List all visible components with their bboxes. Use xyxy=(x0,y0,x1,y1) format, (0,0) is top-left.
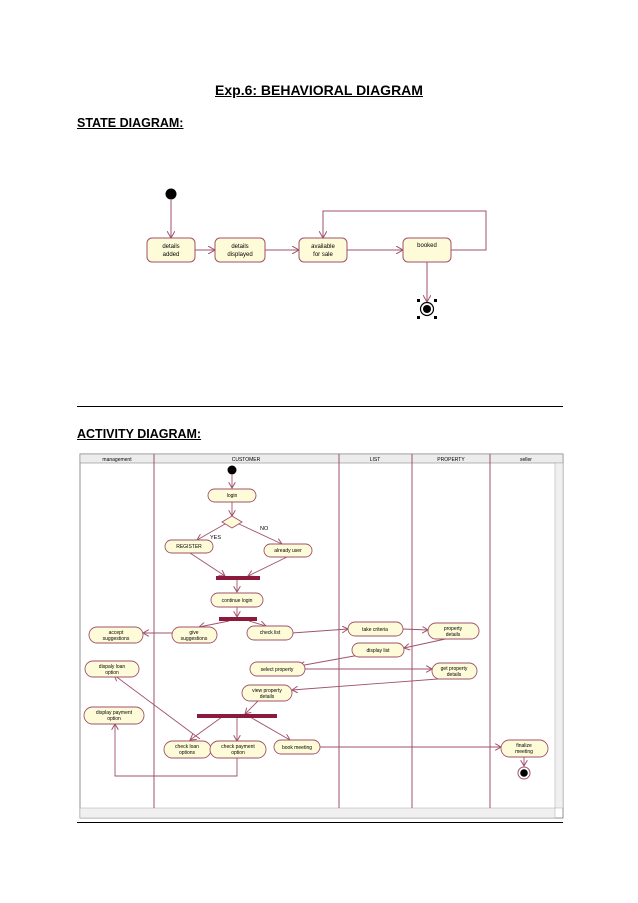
state-transition-loop xyxy=(323,210,487,251)
action-display-payment-option xyxy=(83,706,145,725)
action-label: dispaly loan xyxy=(99,664,126,670)
vertical-scrollbar[interactable] xyxy=(554,462,564,809)
state-label-line: available xyxy=(311,244,335,250)
fork-bar xyxy=(219,617,257,621)
section-divider-bottom xyxy=(77,822,563,823)
action-label: check list xyxy=(260,630,281,636)
decision-node xyxy=(221,515,243,529)
action-get-property-details xyxy=(431,662,478,680)
guard-yes: YES xyxy=(210,535,221,541)
document-title: Exp.6: BEHAVIORAL DIAGRAM xyxy=(215,82,423,98)
action-label: option xyxy=(231,750,245,756)
activity-frame xyxy=(79,453,564,819)
state-label-line: details xyxy=(231,244,248,250)
action-label: login xyxy=(227,493,238,499)
action-label: meeting xyxy=(515,749,533,755)
activity-final-node xyxy=(517,766,531,780)
action-label: check payment xyxy=(221,744,255,750)
state-diagram-heading: STATE DIAGRAM: xyxy=(77,116,184,130)
action-property-details xyxy=(427,622,480,640)
state-final-node xyxy=(417,299,437,319)
action-finalize-meeting xyxy=(500,739,549,758)
action-label: finalize xyxy=(516,743,532,749)
action-label: REGISTER xyxy=(176,544,202,550)
swimlane-header-bar xyxy=(79,453,564,464)
state-details-added: details added xyxy=(146,237,196,263)
action-label: already user xyxy=(274,548,302,554)
state-initial-node xyxy=(165,188,177,200)
action-check-payment-option xyxy=(209,740,267,759)
state-label-line: added xyxy=(163,252,180,258)
lane-title-property: PROPERTY xyxy=(437,457,465,463)
swimlane-dividers xyxy=(153,454,491,808)
lane-title-list: LIST xyxy=(370,457,381,463)
action-label: check loan xyxy=(175,744,199,750)
action-continue-login xyxy=(210,592,264,608)
state-label-line: details xyxy=(162,244,179,250)
action-register xyxy=(164,539,214,554)
action-display-loan-option xyxy=(84,660,140,678)
action-label: continue login xyxy=(222,598,253,604)
activity-edges xyxy=(114,475,524,777)
action-label: property xyxy=(444,626,463,632)
action-book-meeting xyxy=(273,739,321,755)
action-label: book meeting xyxy=(282,745,312,751)
action-label: details xyxy=(446,632,461,638)
join-bar xyxy=(216,576,260,580)
action-label: option xyxy=(107,716,121,722)
action-label: details xyxy=(260,694,275,700)
guard-no: NO xyxy=(260,526,269,532)
fork-bar xyxy=(197,714,277,718)
state-label-line: booked xyxy=(417,243,437,249)
section-divider xyxy=(77,406,563,407)
action-label: accept xyxy=(109,630,124,636)
action-label: display list xyxy=(366,648,390,654)
action-view-property-details xyxy=(241,684,293,702)
action-select-property xyxy=(249,661,306,677)
action-login xyxy=(207,488,257,503)
action-label: display payment xyxy=(96,710,133,716)
action-label: select property xyxy=(261,667,294,673)
action-label: give xyxy=(189,630,198,636)
action-label: suggestions xyxy=(181,636,208,642)
lane-title-customer: CUSTOMER xyxy=(232,457,261,463)
action-check-list xyxy=(246,625,294,641)
state-label-line: displayed xyxy=(227,252,252,258)
action-label: option xyxy=(105,670,119,676)
action-label: view property xyxy=(252,688,282,694)
activity-initial-node xyxy=(227,465,237,475)
lane-title-seller: seller xyxy=(520,457,532,463)
action-display-list xyxy=(351,642,405,658)
action-take-criteria xyxy=(347,621,404,637)
action-label: take criteria xyxy=(362,627,388,633)
horizontal-scrollbar[interactable] xyxy=(79,807,556,819)
action-already-user xyxy=(263,543,313,558)
action-give-suggestions xyxy=(171,626,218,644)
action-accept-suggestions xyxy=(88,626,144,644)
activity-diagram-heading: ACTIVITY DIAGRAM: xyxy=(77,427,202,441)
action-label: suggestions xyxy=(103,636,130,642)
lane-title-management: management xyxy=(102,457,132,463)
action-label: get property xyxy=(441,666,468,672)
action-label: options xyxy=(179,750,196,756)
state-label-line: for sale xyxy=(313,252,333,258)
action-label: details xyxy=(447,672,462,678)
